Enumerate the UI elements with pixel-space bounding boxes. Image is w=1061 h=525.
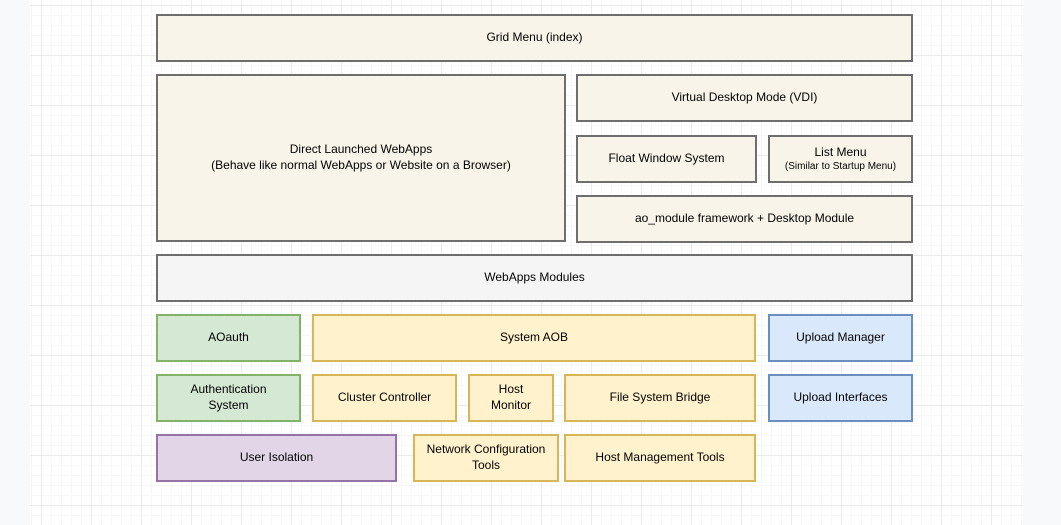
shape-label-title: List Menu (814, 145, 866, 161)
shape-label: ao_module framework + Desktop Module (635, 211, 854, 227)
shape-label-line2: (Behave like normal WebApps or Website o… (211, 158, 511, 174)
shape-label: Network Configuration Tools (425, 442, 547, 473)
shape-label: Upload Interfaces (793, 390, 887, 406)
shape-label: Cluster Controller (338, 390, 431, 406)
shape-virtual-desktop-mode[interactable]: Virtual Desktop Mode (VDI) (576, 74, 913, 122)
shape-file-system-bridge[interactable]: File System Bridge (564, 374, 756, 422)
shape-label: System AOB (500, 330, 568, 346)
shape-label: Upload Manager (796, 330, 885, 346)
shape-label: File System Bridge (610, 390, 711, 406)
shape-system-aob[interactable]: System AOB (312, 314, 756, 362)
shape-label: Authentication System (178, 382, 279, 413)
shape-upload-manager[interactable]: Upload Manager (768, 314, 913, 362)
shape-aoauth[interactable]: AOauth (156, 314, 301, 362)
shape-label-subtitle: (Similar to Startup Menu) (785, 160, 896, 173)
shape-direct-launched-webapps[interactable]: Direct Launched WebApps (Behave like nor… (156, 74, 566, 242)
shape-label: WebApps Modules (484, 270, 585, 286)
shape-label: AOauth (208, 330, 249, 346)
shape-network-configuration-tools[interactable]: Network Configuration Tools (413, 434, 559, 482)
shape-cluster-controller[interactable]: Cluster Controller (312, 374, 457, 422)
shape-label: Float Window System (608, 151, 724, 167)
diagram-canvas: Grid Menu (index) Direct Launched WebApp… (30, 0, 1023, 525)
shape-user-isolation[interactable]: User Isolation (156, 434, 397, 482)
shape-label: User Isolation (240, 450, 313, 466)
page-margin-right (1023, 0, 1061, 525)
shape-label: Grid Menu (index) (486, 30, 582, 46)
shape-authentication-system[interactable]: Authentication System (156, 374, 301, 422)
shape-label-line1: Direct Launched WebApps (290, 142, 433, 158)
shape-label: Host Monitor (484, 382, 538, 413)
shape-host-monitor[interactable]: Host Monitor (468, 374, 554, 422)
shape-label: Virtual Desktop Mode (VDI) (672, 90, 818, 106)
shape-list-menu[interactable]: List Menu (Similar to Startup Menu) (768, 135, 913, 183)
shape-label: Host Management Tools (595, 450, 724, 466)
shape-host-management-tools[interactable]: Host Management Tools (564, 434, 756, 482)
shape-upload-interfaces[interactable]: Upload Interfaces (768, 374, 913, 422)
shape-ao-module-framework[interactable]: ao_module framework + Desktop Module (576, 195, 913, 243)
page-margin-left (0, 0, 30, 525)
shape-grid-menu[interactable]: Grid Menu (index) (156, 14, 913, 62)
shape-webapps-modules[interactable]: WebApps Modules (156, 254, 913, 302)
shape-float-window-system[interactable]: Float Window System (576, 135, 757, 183)
